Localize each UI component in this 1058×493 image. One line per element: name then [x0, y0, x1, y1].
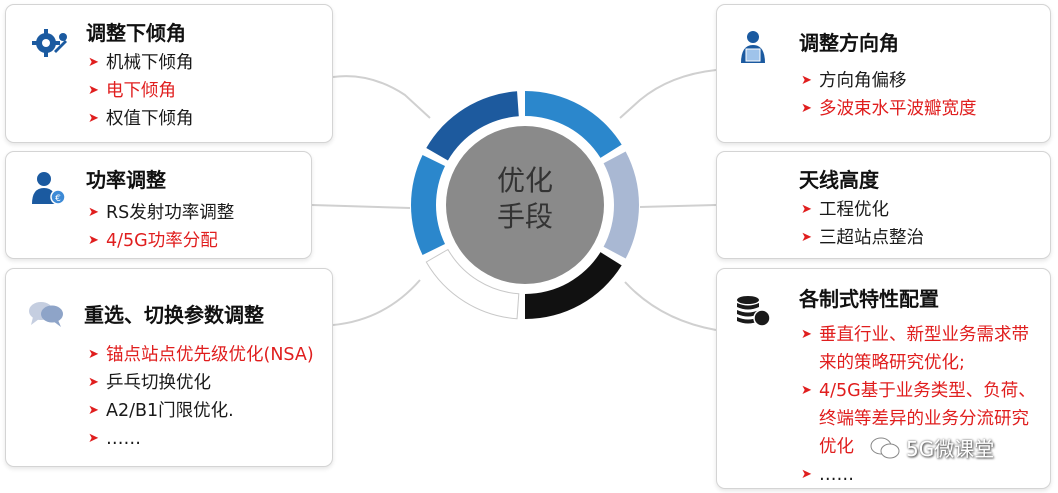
- center-hub: [446, 126, 604, 284]
- list-item: A2/B1门限优化.: [88, 397, 314, 425]
- ring-segment-top-left: [426, 91, 519, 161]
- card-reselect: 重选、切换参数调整 锚点站点优先级优化(NSA) 乒乓切换优化 A2/B1门限优…: [5, 268, 333, 467]
- card-power: € 功率调整 RS发射功率调整 4/5G功率分配: [5, 151, 312, 259]
- card-tilt: 调整下倾角 机械下倾角 电下倾角 权值下倾角: [5, 4, 333, 143]
- list-item: 方向角偏移: [801, 67, 977, 95]
- list-item: 多波束水平波瓣宽度: [801, 95, 977, 123]
- list-item: 4/5G基于业务类型、负荷、终端等差异的业务分流研究优化: [801, 377, 1045, 461]
- list-item: 工程优化: [801, 196, 924, 224]
- list-item: 电下倾角: [88, 77, 194, 105]
- list-item: 权值下倾角: [88, 105, 194, 133]
- card-title: 功率调整: [86, 168, 166, 192]
- card-title: 调整下倾角: [86, 21, 186, 45]
- card-title: 天线高度: [799, 168, 879, 192]
- connector-reselect: [332, 279, 421, 326]
- connector-power: [311, 204, 411, 209]
- ring-segment-left: [411, 155, 446, 255]
- item-list: 锚点站点优先级优化(NSA) 乒乓切换优化 A2/B1门限优化. ……: [88, 341, 314, 453]
- list-item: 4/5G功率分配: [88, 227, 234, 255]
- ring: [411, 91, 639, 320]
- list-item: 乒乓切换优化: [88, 369, 314, 397]
- connector-height: [639, 204, 717, 208]
- chat-bubbles-icon: [29, 302, 63, 327]
- list-item: 三超站点整治: [801, 224, 924, 252]
- card-title: 各制式特性配置: [799, 287, 939, 311]
- ring-segment-top-right: [525, 91, 622, 158]
- connector-lines: [311, 69, 717, 331]
- person-document-icon: [741, 31, 765, 63]
- card-azimuth: 调整方向角 方向角偏移 多波束水平波瓣宽度: [716, 4, 1051, 143]
- connector-config: [624, 281, 717, 331]
- card-title: 调整方向角: [799, 31, 899, 55]
- svg-text:€: €: [55, 194, 61, 204]
- list-item: RS发射功率调整: [88, 199, 234, 227]
- connector-tilt: [332, 75, 431, 119]
- item-list: 垂直行业、新型业务需求带来的策略研究优化; 4/5G基于业务类型、负荷、终端等差…: [801, 321, 1045, 489]
- card-title: 重选、切换参数调整: [84, 303, 264, 327]
- ring-segment-bottom-right: [525, 252, 622, 319]
- item-list: RS发射功率调整 4/5G功率分配: [88, 199, 234, 255]
- person-coin-icon: €: [32, 172, 66, 205]
- ring-segment-bottom-left: [425, 248, 520, 320]
- list-item: 锚点站点优先级优化(NSA): [88, 341, 314, 369]
- watermark: 5G微课堂: [870, 433, 994, 462]
- list-item: ……: [801, 461, 1045, 489]
- ring-segment-right: [603, 151, 639, 259]
- item-list: 机械下倾角 电下倾角 权值下倾角: [88, 49, 194, 133]
- list-item: ……: [88, 425, 314, 453]
- watermark-text: 5G微课堂: [906, 437, 995, 461]
- connector-azimuth: [619, 69, 717, 119]
- gear-wrench-icon: [32, 29, 67, 57]
- list-item: 机械下倾角: [88, 49, 194, 77]
- item-list: 工程优化 三超站点整治: [801, 196, 924, 252]
- wechat-icon: [870, 437, 900, 458]
- card-height: 天线高度 工程优化 三超站点整治: [716, 151, 1051, 259]
- database-icon: [737, 296, 771, 327]
- list-item: 垂直行业、新型业务需求带来的策略研究优化;: [801, 321, 1045, 377]
- item-list: 方向角偏移 多波束水平波瓣宽度: [801, 67, 977, 123]
